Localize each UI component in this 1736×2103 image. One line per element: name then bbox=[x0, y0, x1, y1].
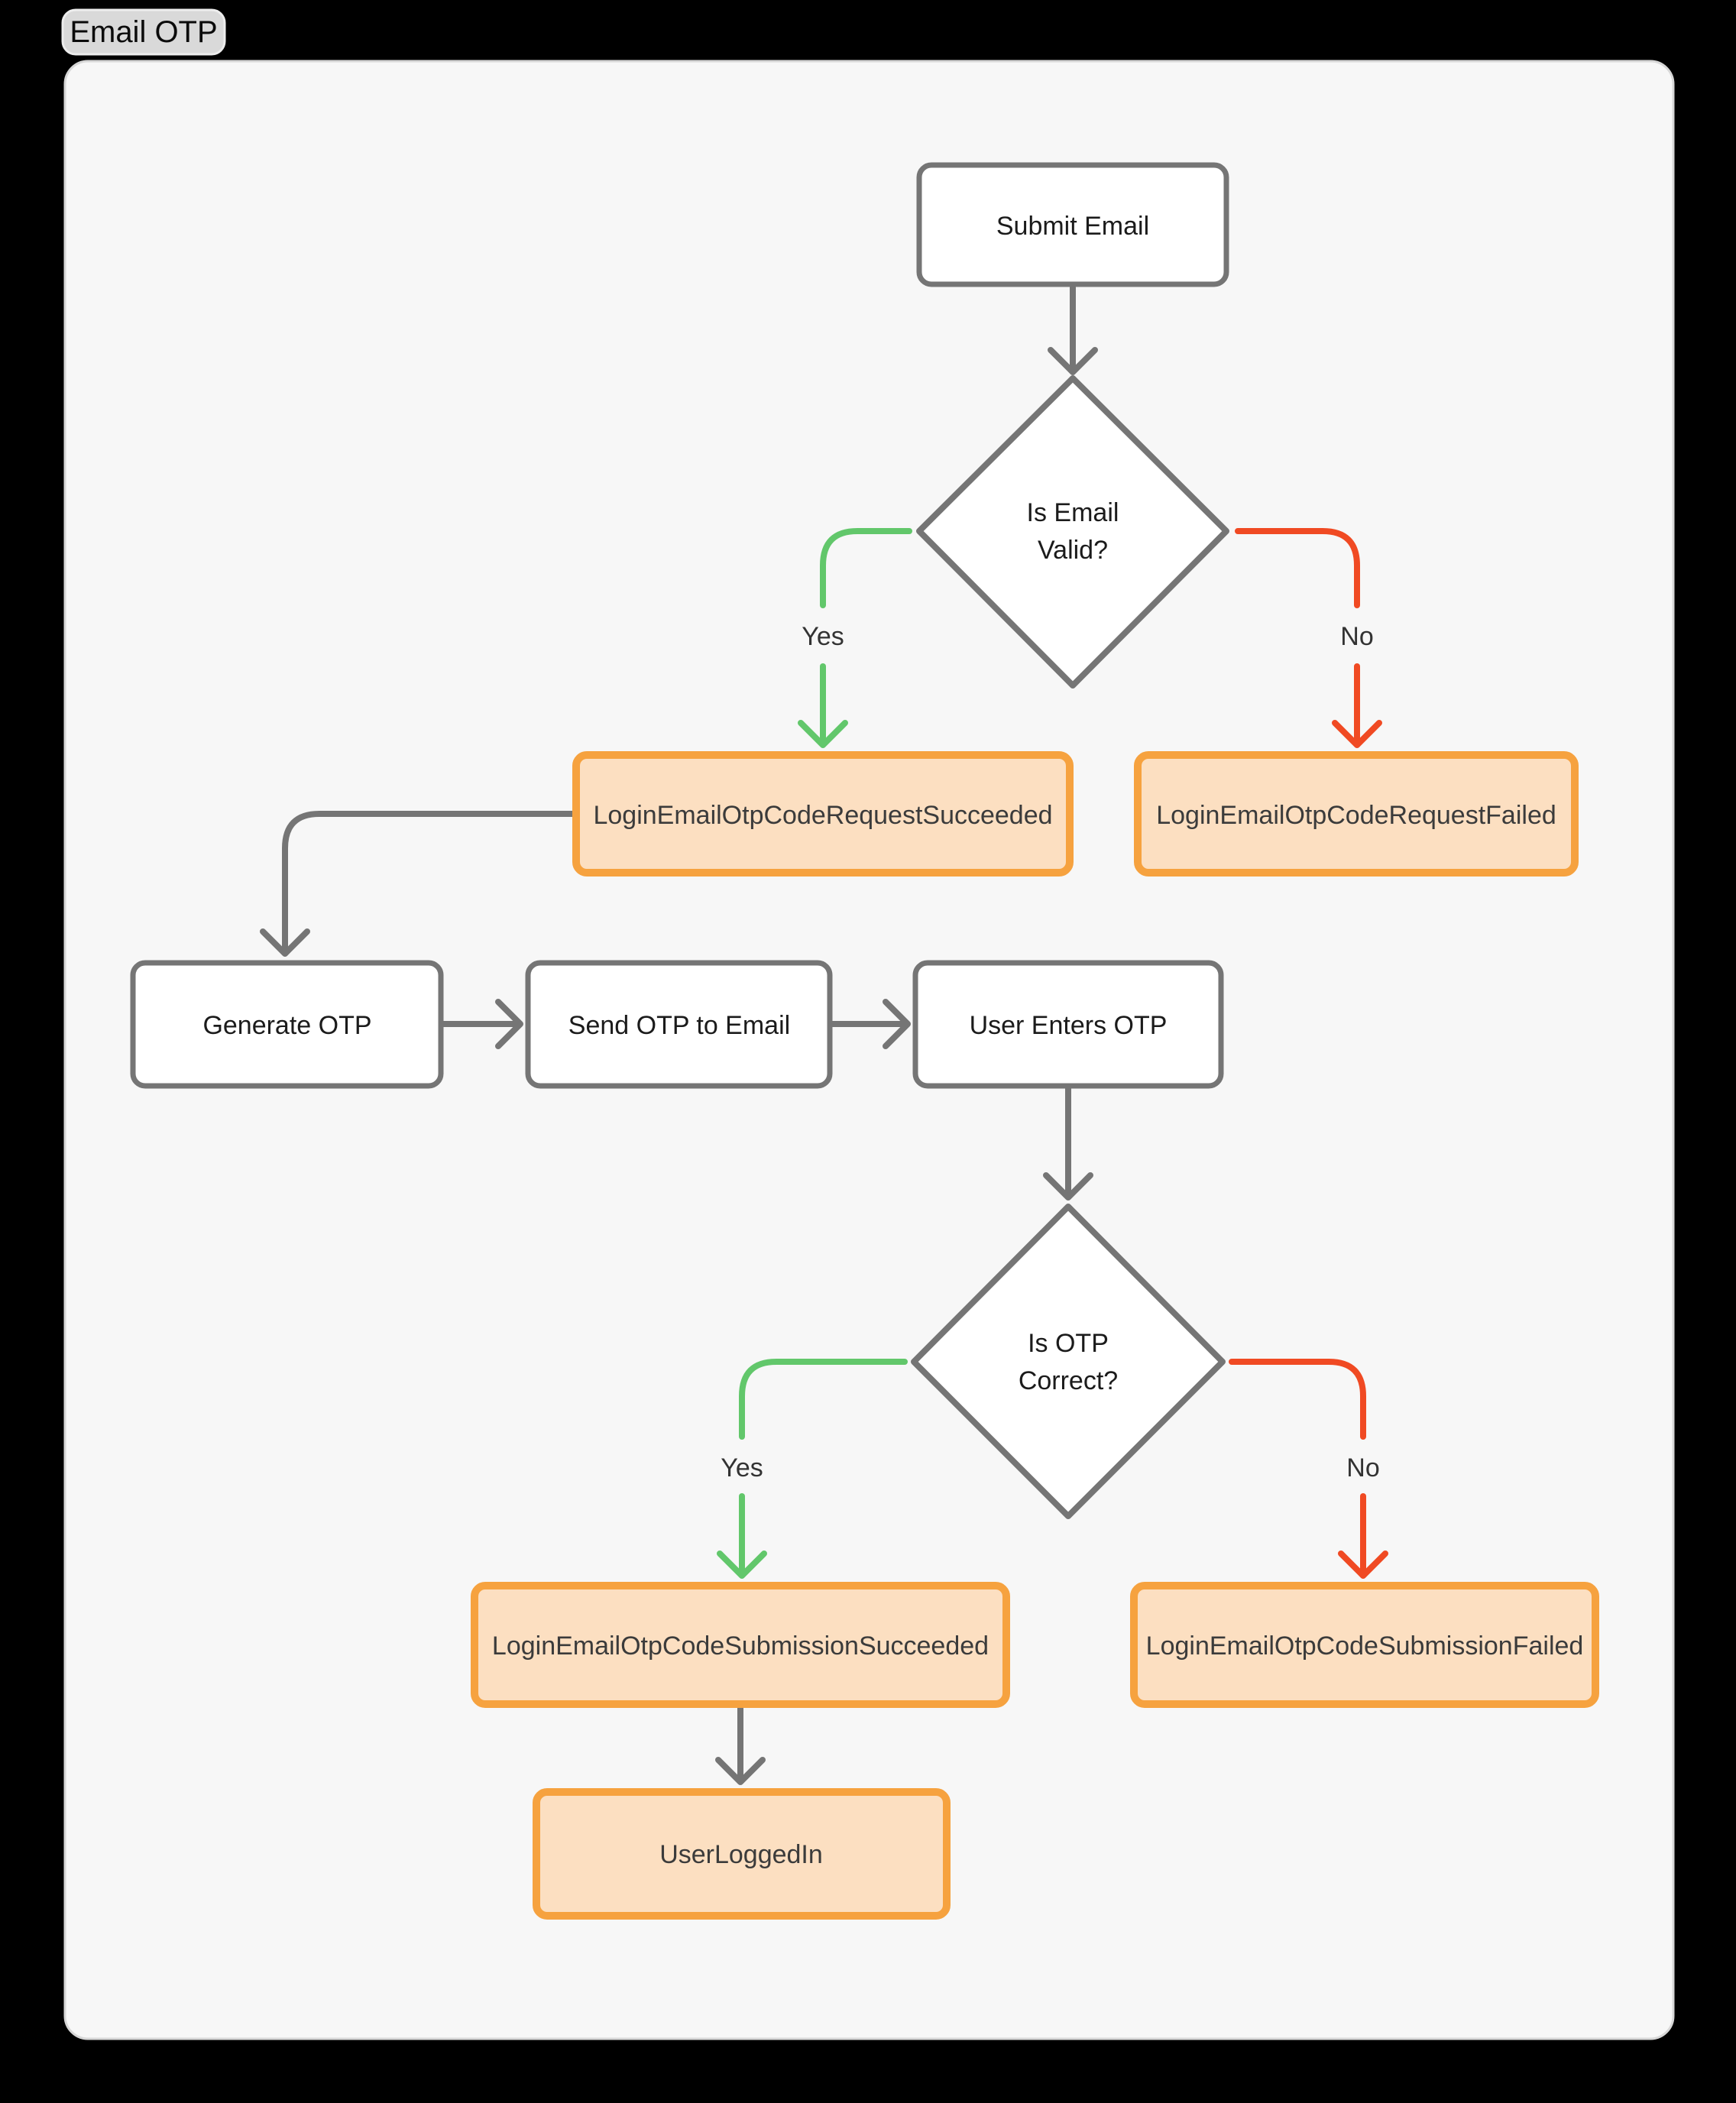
node-request-succeeded[interactable]: LoginEmailOtpCodeRequestSucceeded bbox=[572, 751, 1074, 877]
node-is-otp-correct-shape[interactable] bbox=[911, 1204, 1226, 1519]
edges bbox=[260, 284, 1388, 1785]
arrowhead-down-icon bbox=[798, 720, 848, 748]
node-is-otp-correct[interactable]: Is OTP Correct? bbox=[911, 1204, 1226, 1519]
edge-valid-yes-upper bbox=[820, 528, 912, 608]
arrowhead-down-icon bbox=[717, 1551, 767, 1579]
node-user-enters-otp-label: User Enters OTP bbox=[970, 1011, 1168, 1040]
arrowhead-right-icon bbox=[495, 999, 523, 1049]
diagram-tab[interactable]: Email OTP bbox=[61, 8, 226, 56]
node-submission-failed-shape[interactable] bbox=[1130, 1582, 1599, 1708]
node-send-otp-to-email[interactable]: Send OTP to Email bbox=[525, 960, 833, 1089]
edge-correct-yes-upper bbox=[739, 1359, 908, 1440]
node-user-enters-otp-shape[interactable] bbox=[912, 960, 1224, 1089]
node-generate-otp-label: Generate OTP bbox=[202, 1011, 371, 1040]
arrowhead-down-icon bbox=[1332, 720, 1382, 748]
node-is-email-valid-shape[interactable] bbox=[916, 375, 1229, 689]
node-is-otp-correct-label-line2: Correct? bbox=[1019, 1366, 1118, 1395]
edge-label-no: No bbox=[1346, 1453, 1379, 1482]
arrowhead-down-icon bbox=[715, 1757, 766, 1785]
diagram-tab-label: Email OTP bbox=[70, 15, 217, 49]
node-is-otp-correct-label-line1: Is OTP bbox=[1028, 1329, 1109, 1358]
node-user-logged-in[interactable]: UserLoggedIn bbox=[533, 1788, 951, 1920]
node-send-otp-to-email-label: Send OTP to Email bbox=[568, 1011, 790, 1040]
node-generate-otp-shape[interactable] bbox=[130, 960, 444, 1089]
diagram-tab-pill[interactable] bbox=[61, 8, 226, 56]
node-submit-email-shape[interactable] bbox=[916, 162, 1229, 287]
node-submission-failed[interactable]: LoginEmailOtpCodeSubmissionFailed bbox=[1130, 1582, 1599, 1708]
node-submit-email-label: Submit Email bbox=[996, 212, 1149, 241]
node-is-email-valid[interactable]: Is Email Valid? bbox=[916, 375, 1229, 689]
node-send-otp-to-email-shape[interactable] bbox=[525, 960, 833, 1089]
edge-label-no: No bbox=[1340, 622, 1373, 651]
node-generate-otp[interactable]: Generate OTP bbox=[130, 960, 444, 1089]
node-is-email-valid-label-line1: Is Email bbox=[1027, 498, 1119, 527]
edge-correct-no-upper bbox=[1229, 1359, 1366, 1440]
node-user-logged-in-shape[interactable] bbox=[533, 1788, 951, 1920]
node-request-failed-label: LoginEmailOtpCodeRequestFailed bbox=[1156, 801, 1556, 830]
node-user-enters-otp[interactable]: User Enters OTP bbox=[912, 960, 1224, 1089]
node-submission-succeeded[interactable]: LoginEmailOtpCodeSubmissionSucceeded bbox=[471, 1582, 1010, 1708]
arrowhead-down-icon bbox=[1043, 1172, 1093, 1201]
node-submission-failed-label: LoginEmailOtpCodeSubmissionFailed bbox=[1146, 1632, 1584, 1661]
edge-succeeded-to-generate bbox=[282, 811, 579, 953]
node-submission-succeeded-shape[interactable] bbox=[471, 1582, 1010, 1708]
node-is-email-valid-label-line2: Valid? bbox=[1038, 536, 1108, 565]
node-submission-succeeded-label: LoginEmailOtpCodeSubmissionSucceeded bbox=[492, 1632, 989, 1661]
node-request-failed-shape[interactable] bbox=[1134, 751, 1579, 877]
node-user-logged-in-label: UserLoggedIn bbox=[659, 1840, 823, 1869]
arrowhead-down-icon bbox=[260, 928, 310, 957]
arrowhead-down-icon bbox=[1048, 347, 1098, 375]
edge-valid-no-upper bbox=[1235, 528, 1360, 608]
arrowhead-down-icon bbox=[1338, 1551, 1388, 1579]
node-submit-email[interactable]: Submit Email bbox=[916, 162, 1229, 287]
edge-label-yes: Yes bbox=[721, 1453, 763, 1482]
node-request-failed[interactable]: LoginEmailOtpCodeRequestFailed bbox=[1134, 751, 1579, 877]
node-request-succeeded-label: LoginEmailOtpCodeRequestSucceeded bbox=[593, 801, 1052, 830]
diagram-card bbox=[63, 60, 1675, 2040]
node-request-succeeded-shape[interactable] bbox=[572, 751, 1074, 877]
edge-label-yes: Yes bbox=[802, 622, 844, 651]
arrowhead-right-icon bbox=[883, 999, 911, 1049]
